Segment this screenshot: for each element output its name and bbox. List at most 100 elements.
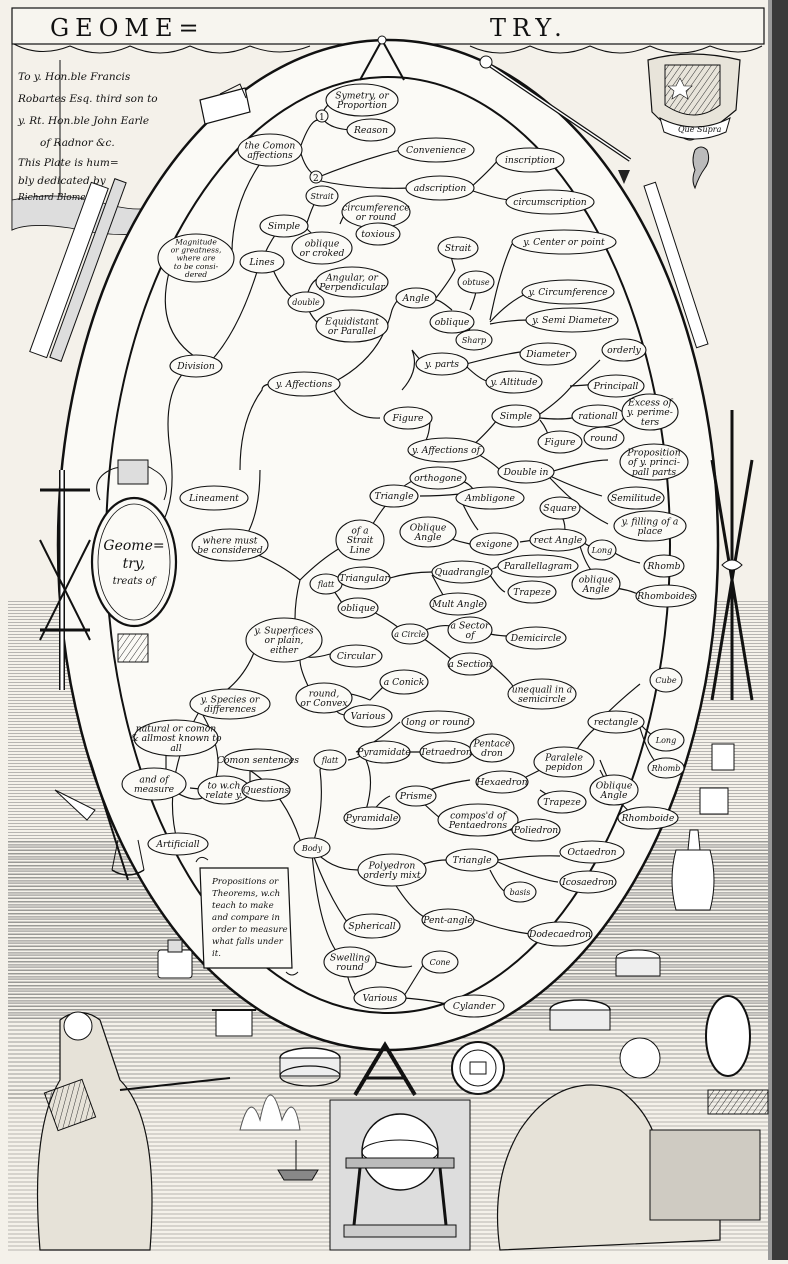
node-ellipse (505, 189, 595, 215)
round-box-icon (549, 999, 611, 1031)
tree-node-simple2: Simple (491, 404, 541, 428)
node-label: or Parallel (328, 326, 376, 337)
medallion-icon (451, 1041, 505, 1095)
node-ellipse (503, 881, 537, 903)
node-ellipse (559, 870, 617, 894)
node-label: flatt (317, 580, 335, 589)
node-label: Symetry, or (335, 90, 389, 101)
mug-icon (699, 743, 735, 815)
node-label: Pyramidate (356, 747, 411, 758)
tree-node-tetraedron: Tetraedron (419, 740, 473, 764)
tree-node-angle: Angle (395, 287, 437, 309)
propositions-line: what falls under (212, 937, 284, 947)
scales-icon (54, 759, 145, 881)
tree-node-hexaedron: Hexaedron (475, 770, 529, 794)
bottom-scene (8, 995, 769, 1252)
node-label: y. Superfices (253, 626, 313, 637)
node-label: Tetraedron (420, 747, 472, 758)
node-ellipse (589, 774, 639, 806)
node-label: Rhomb (651, 764, 681, 773)
tree-node-multangle: Mult Angle (429, 592, 487, 616)
node-label: flatt (321, 756, 339, 765)
tree-node-rectangle: rectangle (587, 710, 645, 734)
node-label: y. filling of a (621, 516, 679, 527)
tree-node-prisme: Prisme (395, 785, 437, 807)
node-ellipse (447, 652, 493, 676)
globe-icon (329, 1099, 471, 1251)
tree-node-comon-sentences: Comon sentences (217, 748, 299, 772)
dedication-line: This Plate is hum= (18, 157, 119, 169)
node-label: round (336, 962, 364, 973)
number-marker: 2 (313, 174, 319, 184)
node-label: Diameter (525, 349, 570, 360)
node-ellipse (587, 539, 617, 561)
node-ellipse (635, 584, 697, 608)
tree-node-orthogone: orthogone (409, 466, 467, 490)
node-ellipse (329, 644, 383, 668)
tree-node-pentangle: Pent-angle (421, 908, 475, 932)
node-label: differences (204, 704, 256, 715)
node-label: Equidistant (324, 316, 379, 327)
tree-node-various2: Various (353, 986, 407, 1010)
tree-node-long2: Long (647, 728, 685, 752)
tree-node-simple: Simple (259, 214, 309, 238)
node-ellipse (431, 560, 493, 584)
node-ellipse (189, 688, 271, 720)
node-ellipse (395, 287, 437, 309)
node-ellipse (169, 354, 223, 378)
node-ellipse (587, 710, 645, 734)
title-left: GEOME= (50, 14, 205, 42)
node-label: ters (641, 417, 660, 428)
tree-node-cone: Cone (421, 950, 459, 974)
tree-node-circle: a Circle (391, 623, 429, 645)
node-label: round, (309, 688, 340, 699)
node-ellipse (223, 748, 293, 772)
tree-node-poliedron: Poliedron (511, 818, 561, 842)
node-ellipse (521, 279, 615, 305)
node-label: orthogone (414, 473, 462, 484)
tree-node-dodecaedron: Dodecaedron (527, 921, 593, 947)
node-label: rectangle (594, 717, 639, 728)
node-ellipse (533, 746, 595, 778)
number-marker: 1 (319, 113, 325, 123)
propositions-line: Propositions or (211, 877, 279, 887)
node-label: Polyedron (368, 860, 416, 871)
node-ellipse (415, 352, 469, 376)
node-label: y. Center or point (522, 237, 605, 248)
tree-node-rhomb2: Rhomb (647, 757, 685, 779)
node-ellipse (379, 669, 429, 695)
node-label: or croked (300, 248, 345, 259)
node-label: Cylander (453, 1001, 496, 1012)
node-label: Cone (430, 958, 451, 967)
jug-icon (671, 829, 715, 911)
node-label: Prisme (399, 791, 433, 802)
node-ellipse (401, 710, 475, 734)
tree-node-affections-of: y. Affections of (407, 437, 485, 463)
node-label: place (638, 526, 663, 537)
plumb-rule-icon (479, 55, 632, 184)
node-label: Simple (500, 411, 533, 422)
node-ellipse (447, 616, 493, 644)
tree-node-oblique-angle: oblique (429, 310, 475, 334)
node-ellipse (469, 532, 519, 556)
propositions-line: it. (212, 949, 221, 959)
node-label: Parallellagram (503, 561, 573, 572)
tree-node-principall: Principall (587, 374, 645, 398)
tree-node-y-affections: y. Affections (267, 371, 341, 397)
dedication-line: To y. Hon.ble Francis (18, 71, 131, 83)
node-ellipse (455, 329, 493, 351)
node-ellipse (497, 554, 579, 578)
tree-node-section: a Section (447, 652, 493, 676)
node-label: long or round (406, 717, 470, 728)
node-label: natural or comon (136, 724, 216, 735)
node-label: Long (655, 736, 676, 745)
node-label: the Comon (245, 140, 296, 151)
